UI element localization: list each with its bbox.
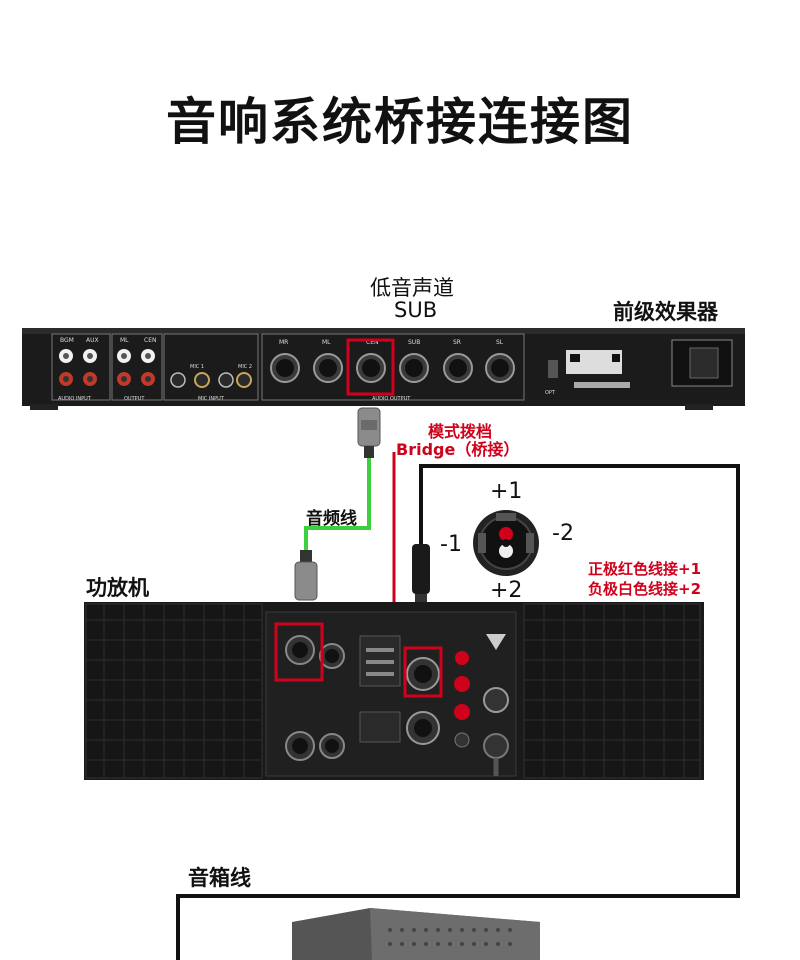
speakon-plug	[412, 544, 430, 604]
amp-output-highlight-box	[403, 646, 443, 698]
mic-jack-2	[194, 372, 210, 388]
xlr-outputs: MR ML CEN SUB SR SL	[270, 339, 515, 383]
sub-channel-label: 低音声道	[370, 276, 454, 300]
mic-jack-1	[170, 372, 186, 388]
mic-input-text: MIC INPUT	[198, 396, 225, 402]
speaker-cable-label: 音箱线	[188, 866, 251, 890]
xlr-label-sl: SL	[496, 339, 504, 346]
pin-minus1-label: -1	[440, 532, 462, 557]
speaker-device	[292, 908, 540, 960]
xlr-plug-top	[357, 407, 381, 458]
mic1-text: MIC 1	[190, 364, 204, 370]
green-audio-cable	[304, 458, 371, 555]
mic-jack-3	[218, 372, 234, 388]
xlr-label-sub: SUB	[408, 339, 420, 346]
xlr-label-sr: SR	[453, 339, 461, 346]
mic-jack-4	[236, 372, 252, 388]
cen-text: CEN	[144, 337, 156, 344]
pin-minus2-label: -2	[552, 521, 574, 546]
preamp-device: BGM AUX AUDIO INPUT ML CEN OUTPUT MIC 1 …	[22, 328, 745, 410]
audio-output-text: AUDIO OUTPUT	[372, 396, 411, 402]
pin-plus1	[499, 527, 513, 541]
page-title: 音响系统桥接连接图	[166, 93, 634, 151]
sub-label: SUB	[394, 298, 438, 322]
output-text: OUTPUT	[124, 396, 145, 402]
xlr-label-cen: CEN	[366, 339, 378, 346]
preamp-label: 前级效果器	[613, 300, 718, 324]
speakon-pinout	[473, 510, 539, 576]
amp-input-highlight-box	[274, 622, 324, 682]
cen-highlight-box	[346, 338, 395, 396]
amplifier-device	[84, 602, 704, 780]
opt-text: OPT	[545, 390, 556, 396]
xlr-plug-bottom	[294, 550, 318, 601]
negative-note: 负极白色线接+2	[588, 580, 702, 598]
mode-switch-label: 模式拨档	[428, 422, 493, 441]
pin-plus1-label: +1	[490, 479, 523, 504]
ml-text: ML	[120, 337, 129, 344]
audio-cable-label: 音频线	[306, 509, 357, 529]
positive-note: 正极红色线接+1	[588, 560, 702, 578]
speaker-cable	[176, 464, 740, 960]
mic2-text: MIC 2	[238, 364, 252, 370]
bridge-label: Bridge（桥接）	[396, 440, 520, 459]
audio-input-text: AUDIO INPUT	[58, 396, 92, 402]
warning-triangle	[486, 634, 506, 650]
pin-plus2	[499, 544, 513, 558]
bgm-text: BGM	[60, 337, 74, 344]
aux-text: AUX	[86, 337, 99, 344]
xlr-label-ml: ML	[322, 339, 331, 346]
binding-post-red-1	[455, 651, 469, 665]
binding-post-red-3	[454, 704, 470, 720]
pin-plus2-label: +2	[490, 578, 523, 603]
xlr-label-mr: MR	[279, 339, 288, 346]
amplifier-label: 功放机	[86, 576, 149, 600]
binding-post-red-2	[454, 676, 470, 692]
